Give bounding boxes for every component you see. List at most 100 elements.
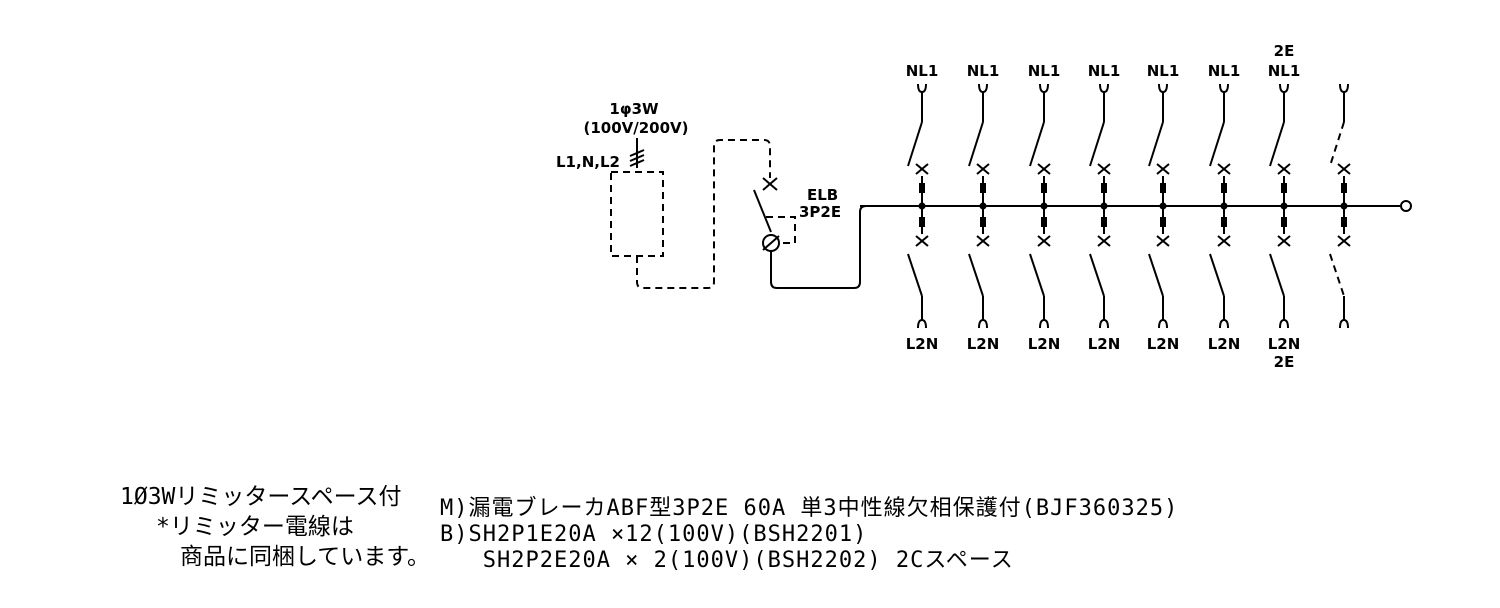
bottom-x-mark [976, 235, 990, 247]
top-x-mark [1037, 163, 1051, 175]
bus-node [1100, 202, 1108, 210]
bottom-terminal [1158, 318, 1168, 329]
tap-block [919, 217, 925, 227]
bus-node [1220, 202, 1228, 210]
branch-bottom-label: L2N [1147, 335, 1180, 353]
tap-block [1160, 183, 1166, 193]
branch-breaker [1209, 83, 1231, 329]
tap-block [1221, 183, 1227, 193]
bottom-x-mark [1337, 235, 1351, 247]
bottom-x-mark [1277, 235, 1291, 247]
branch-bottom-extra-label: 2E [1274, 353, 1295, 371]
supply-voltage-label: (100V/200V) [583, 119, 688, 137]
top-x-mark [1217, 163, 1231, 175]
top-contact [907, 121, 923, 167]
spec-line-main: M)漏電ブレーカABF型3P2E 60A 単3中性線欠相保護付(BJF36032… [440, 496, 1179, 521]
bottom-contact [1329, 253, 1345, 297]
bottom-x-mark [1097, 235, 1111, 247]
bottom-terminal [1099, 318, 1109, 329]
bottom-terminal [1039, 318, 1049, 329]
bottom-contact [1209, 253, 1225, 297]
bus-node [1340, 202, 1348, 210]
spec-line-branch-2: SH2P2E20A × 2(100V)(BSH2202) 2Cスペース [440, 548, 1014, 573]
top-terminal [1158, 83, 1168, 94]
bottom-contact [968, 253, 984, 297]
bottom-contact [1148, 253, 1164, 297]
branch-top-label: NL1 [1088, 62, 1121, 80]
top-x-mark [976, 163, 990, 175]
top-terminal [1099, 83, 1109, 94]
branch-bottom-label: L2N [1268, 335, 1301, 353]
elb-main-breaker [753, 177, 900, 289]
top-x-mark [1097, 163, 1111, 175]
bus-node [918, 202, 926, 210]
top-x-mark [1156, 163, 1170, 175]
elb-name-label: ELB [807, 186, 838, 204]
branch-breaker [1089, 83, 1111, 329]
tap-block [1101, 217, 1107, 227]
branch-top-label: NL1 [906, 62, 939, 80]
top-contact [968, 121, 984, 167]
tap-block [919, 183, 925, 193]
bottom-x-mark [1156, 235, 1170, 247]
limiter-note: 1Ø3Wリミッタースペース付 *リミッター電線は 商品に同梱しています。 [120, 482, 430, 572]
tap-block [1281, 217, 1287, 227]
branch-breaker [968, 83, 990, 329]
bus-node [979, 202, 987, 210]
top-terminal [1039, 83, 1049, 94]
top-contact [1329, 121, 1345, 167]
supply-feed [629, 138, 645, 168]
tap-block [1281, 183, 1287, 193]
supply-lines-label: L1,N,L2 [556, 153, 620, 171]
bottom-contact [1089, 253, 1105, 297]
branch-top-label: NL1 [1268, 62, 1301, 80]
tap-block [980, 183, 986, 193]
bottom-terminal [917, 318, 927, 329]
busbar-terminal [1400, 200, 1412, 212]
tap-block [1041, 217, 1047, 227]
branch-bottom-label: L2N [906, 335, 939, 353]
branch-top-label: NL1 [1208, 62, 1241, 80]
branch-top-label: NL1 [967, 62, 1000, 80]
branch-top-label: NL1 [1147, 62, 1180, 80]
branch-breaker [1029, 83, 1051, 329]
branch-top-extra-label: 2E [1274, 42, 1295, 60]
tap-block [1160, 217, 1166, 227]
top-terminal [1219, 83, 1229, 94]
top-x-mark [915, 163, 929, 175]
top-terminal [917, 83, 927, 94]
limiter-note-line2: *リミッター電線は [156, 514, 354, 540]
branch-top-label: NL1 [1028, 62, 1061, 80]
bottom-contact [907, 253, 923, 297]
top-contact [1148, 121, 1164, 167]
bottom-terminal [1219, 318, 1229, 329]
limiter-note-line1: 1Ø3Wリミッタースペース付 [120, 484, 402, 510]
top-terminal [978, 83, 988, 94]
bottom-contact [1029, 253, 1045, 297]
bus-node [1280, 202, 1288, 210]
top-terminal [1279, 83, 1289, 94]
limiter-space-box [610, 171, 664, 257]
tap-block [1341, 217, 1347, 227]
spare-branch-slot [1329, 83, 1351, 329]
bottom-terminal [1339, 318, 1349, 329]
top-x-mark [1337, 163, 1351, 175]
top-contact [1209, 121, 1225, 167]
tap-block [1341, 183, 1347, 193]
bottom-terminal [1279, 318, 1289, 329]
top-contact [1269, 121, 1285, 167]
bus-node [1159, 202, 1167, 210]
branch-breaker [1148, 83, 1170, 329]
branch-breaker [907, 83, 929, 329]
supply-phase-label: 1φ3W [609, 100, 659, 118]
bottom-x-mark [1217, 235, 1231, 247]
spec-notes: M)漏電ブレーカABF型3P2E 60A 単3中性線欠相保護付(BJF36032… [440, 496, 1178, 574]
top-contact [1029, 121, 1045, 167]
branch-circuits: NL1L2NNL1L2NNL1L2NNL1L2NNL1L2NNL1L2N2ENL… [906, 42, 1351, 371]
branch-bottom-label: L2N [1028, 335, 1061, 353]
limiter-note-line3: 商品に同梱しています。 [180, 544, 431, 570]
bus-node [1040, 202, 1048, 210]
tap-block [1221, 217, 1227, 227]
bottom-x-mark [1037, 235, 1051, 247]
